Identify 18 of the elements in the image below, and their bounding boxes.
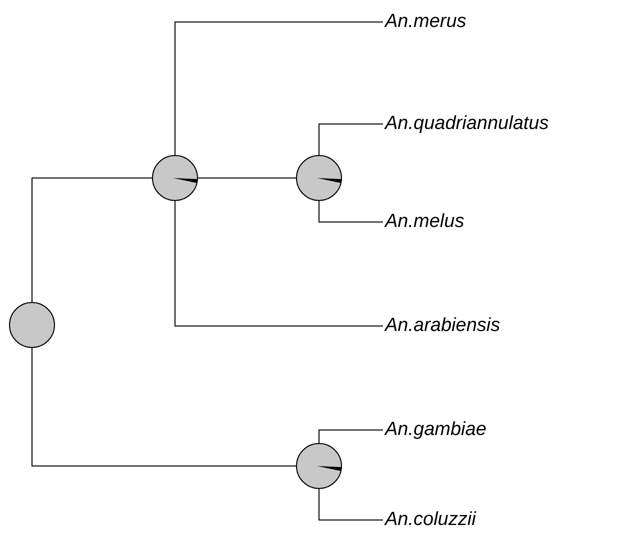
tree-branch: [318, 124, 384, 156]
species-label: An.arabiensis: [385, 314, 500, 338]
tree-branch: [318, 430, 384, 444]
tree-branch: [32, 178, 152, 302]
species-label: An.coluzzii: [385, 508, 476, 532]
tree-branch: [174, 22, 384, 156]
species-label: An.quadriannulatus: [385, 112, 549, 136]
circle-node: [8, 301, 56, 349]
pie-chart-node: [151, 154, 199, 202]
species-label: An.melus: [385, 210, 464, 234]
pie-chart-node: [295, 154, 343, 202]
species-label: An.gambiae: [385, 418, 486, 442]
tree-branch: [174, 200, 384, 326]
species-label: An.merus: [385, 10, 466, 34]
tree-branch: [32, 348, 296, 466]
tree-branch: [318, 488, 384, 520]
pie-chart-node: [295, 442, 343, 490]
tree-branch: [318, 200, 384, 222]
